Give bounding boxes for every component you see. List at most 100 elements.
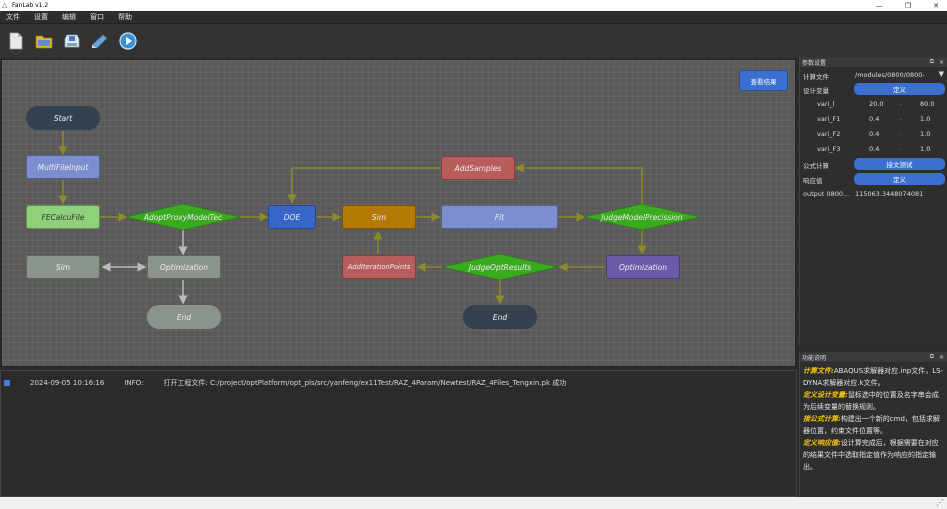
app-logo-icon: △	[2, 1, 8, 9]
calc-file-row: 计算文件 /modules/0800/0800- ▼	[800, 68, 947, 82]
var-name: vari_F1	[817, 115, 841, 123]
log-timestamp: 2024-09-05 10:16:16	[30, 379, 105, 387]
log-entry: 2024-09-05 10:16:16 INFO: 打开工程文件: C:/pro…	[4, 378, 566, 388]
menu-window[interactable]: 窗口	[90, 13, 104, 21]
node-optimization-left[interactable]: Optimization	[147, 255, 221, 279]
node-addsamples[interactable]: AddSamples	[441, 156, 515, 180]
node-doe[interactable]: DOE	[268, 205, 316, 229]
design-var-label: 设计变量	[803, 87, 829, 95]
define-design-var-button[interactable]: 定义	[854, 83, 945, 95]
var-min[interactable]: 0.4	[869, 145, 880, 153]
output-row: output 0800... 115063.3448074081	[800, 187, 947, 201]
close-icon[interactable]: ✕	[938, 353, 944, 361]
funcdesc-panel-title: 功能说明	[802, 354, 827, 362]
resize-grip-icon[interactable]: ⋰	[936, 498, 944, 507]
var-max[interactable]: 1.0	[920, 145, 931, 153]
edit-pen-icon	[91, 34, 108, 49]
output-value: 115063.3448074081	[855, 190, 924, 198]
float-icon[interactable]: ⧉	[929, 353, 934, 360]
float-icon[interactable]: ⧉	[929, 58, 934, 65]
status-bar: ⋰	[0, 497, 947, 509]
var-name: vari_F3	[817, 145, 841, 153]
node-multifileinput[interactable]: MultiFileInput	[26, 155, 100, 179]
var-sep: -	[900, 130, 903, 138]
new-file-button[interactable]	[7, 32, 25, 50]
calc-file-value[interactable]: /modules/0800/0800-	[855, 71, 925, 79]
node-fit[interactable]: Fit	[441, 205, 558, 229]
toolbar	[0, 23, 947, 58]
var-name: vari_F2	[817, 130, 841, 138]
window-title: FanLab v1.2	[12, 2, 49, 9]
maximize-button[interactable]: ❐	[904, 1, 912, 10]
node-end-left[interactable]: End	[147, 305, 221, 329]
node-additeration[interactable]: AddIterationPoints	[342, 255, 416, 279]
run-icon	[119, 32, 137, 50]
menu-help[interactable]: 帮助	[118, 13, 132, 21]
formula-row: 公式计算 接文测试	[800, 157, 947, 171]
connector-layer	[58, 131, 701, 305]
params-panel-title: 参数设置	[802, 59, 827, 67]
desc-item: 定义设计变量:鼠标选中的位置及名字串会成为后续变量的替换规则。	[803, 391, 939, 411]
var-row[interactable]: vari_F2 0.4 - 1.0	[800, 127, 947, 141]
params-panel-header: 参数设置 ⧉ ✕	[800, 57, 947, 67]
function-description-panel: 功能说明 ⧉ ✕ 计算文件:ABAQUS求解器对应.inp文件，LS-DYNA求…	[799, 352, 947, 497]
var-min[interactable]: 0.4	[869, 115, 880, 123]
edge-addsamples-doe	[287, 167, 440, 204]
info-icon	[4, 380, 10, 386]
menu-bar: 文件 设置 编辑 窗口 帮助	[0, 11, 947, 23]
save-button[interactable]	[63, 32, 81, 50]
funcdesc-panel-header: 功能说明 ⧉ ✕	[800, 352, 947, 362]
var-max[interactable]: 1.0	[920, 115, 931, 123]
flow-canvas[interactable]: Start MultiFileInput FECalcuFile AdoptPr…	[1, 59, 796, 367]
define-response-button[interactable]: 定义	[854, 173, 945, 185]
title-bar: △ FanLab v1.2 — ❐ ✕	[0, 0, 947, 11]
open-folder-button[interactable]	[35, 32, 53, 50]
var-min[interactable]: 0.4	[869, 130, 880, 138]
open-folder-icon	[35, 35, 53, 49]
close-button[interactable]: ✕	[933, 1, 939, 10]
var-name: vari_l	[817, 100, 835, 108]
formula-test-button[interactable]: 接文测试	[854, 158, 945, 170]
edit-pen-button[interactable]	[91, 32, 109, 50]
menu-edit[interactable]: 编辑	[62, 13, 76, 21]
close-icon[interactable]: ✕	[938, 58, 944, 66]
formula-label: 公式计算	[803, 162, 829, 170]
menu-settings[interactable]: 设置	[34, 13, 48, 21]
response-row: 响应值 定义	[800, 172, 947, 186]
log-panel: 2024-09-05 10:16:16 INFO: 打开工程文件: C:/pro…	[0, 370, 797, 497]
edge-judgemodel-addsamples	[514, 163, 643, 204]
node-end-right[interactable]: End	[463, 305, 537, 329]
new-file-icon	[9, 32, 23, 50]
design-var-row: 设计变量 定义	[800, 82, 947, 96]
minimize-button[interactable]: —	[875, 1, 883, 10]
desc-item: 定义响应值:设计算完成后，根据需要在对应的结果文件中选取指定值作为响应的指定输出…	[803, 439, 939, 471]
node-optimization-right[interactable]: Optimization	[606, 255, 680, 279]
output-label: output 0800...	[803, 190, 850, 198]
var-max[interactable]: 80.0	[920, 100, 935, 108]
var-max[interactable]: 1.0	[920, 130, 931, 138]
node-judgeopt-shape[interactable]	[441, 253, 559, 281]
var-row[interactable]: vari_l 20.0 - 80.0	[800, 97, 947, 111]
node-sim-left[interactable]: Sim	[26, 255, 100, 279]
var-row[interactable]: vari_F1 0.4 - 1.0	[800, 112, 947, 126]
menu-file[interactable]: 文件	[6, 13, 20, 21]
var-sep: -	[900, 145, 903, 153]
save-icon	[64, 34, 80, 48]
params-panel: 参数设置 ⧉ ✕ 计算文件 /modules/0800/0800- ▼ 设计变量…	[799, 57, 947, 345]
run-button[interactable]	[119, 32, 137, 50]
node-adoptproxy-shape[interactable]	[125, 203, 241, 231]
chevron-down-icon[interactable]: ▼	[938, 70, 944, 78]
log-message: 打开工程文件: C:/project/optPlatform/opt_pls/s…	[163, 379, 567, 387]
response-label: 响应值	[803, 177, 823, 185]
node-sim[interactable]: Sim	[342, 205, 416, 229]
var-min[interactable]: 20.0	[869, 100, 884, 108]
var-sep: -	[900, 100, 903, 108]
node-judgemodel-shape[interactable]	[583, 203, 701, 231]
node-start[interactable]: Start	[26, 106, 100, 130]
var-row[interactable]: vari_F3 0.4 - 1.0	[800, 142, 947, 156]
view-results-button[interactable]: 查看结果	[739, 70, 788, 91]
log-level: INFO:	[124, 379, 144, 387]
desc-item: 接公式计算:构建出一个新的cmd，包括求解器位置，约束文件位置等。	[803, 415, 940, 435]
node-fecalcufile[interactable]: FECalcuFile	[26, 205, 100, 229]
var-sep: -	[900, 115, 903, 123]
